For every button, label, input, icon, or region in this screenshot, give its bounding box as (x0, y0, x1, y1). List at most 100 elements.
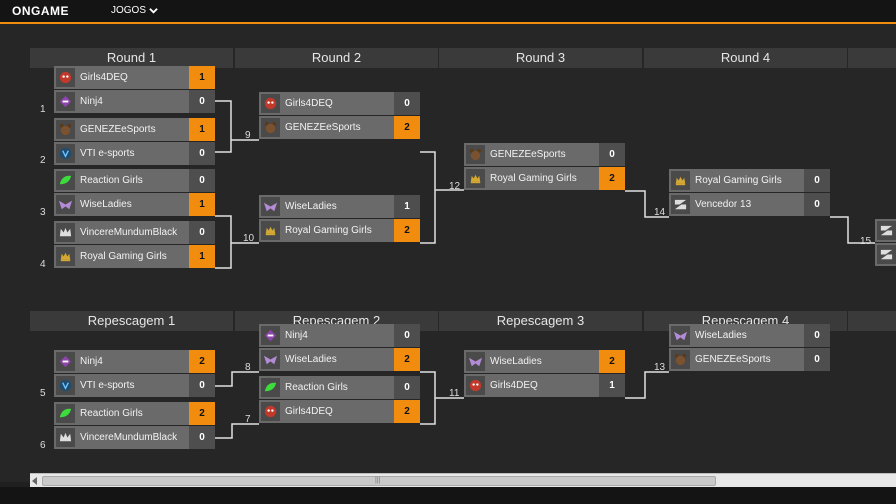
horizontal-scrollbar[interactable]: ||| (30, 473, 896, 487)
team-row[interactable]: Ninj4 2 (54, 350, 215, 373)
team-name: Royal Gaming Girls (285, 225, 372, 236)
match-number: 5 (40, 388, 46, 399)
final-match[interactable] (875, 219, 896, 267)
team-name: Reaction Girls (285, 382, 348, 393)
team-row[interactable] (875, 243, 896, 266)
team-score: 0 (189, 221, 215, 244)
team-row[interactable]: Royal Gaming Girls 0 (669, 169, 830, 192)
team-score: 2 (189, 350, 215, 373)
match-number: 6 (40, 440, 46, 451)
team-score: 0 (599, 143, 625, 166)
team-name: Girls4DEQ (285, 406, 333, 417)
scroll-left-arrow-icon[interactable] (32, 477, 37, 485)
team-score: 0 (394, 324, 420, 347)
match-number: 3 (40, 207, 46, 218)
match-number: 13 (654, 362, 666, 373)
team-row[interactable]: GENEZEeSports 0 (464, 143, 625, 166)
team-name: WiseLadies (490, 356, 542, 367)
team-name: WiseLadies (285, 201, 337, 212)
team-row[interactable] (875, 219, 896, 242)
leaf-icon (56, 404, 75, 423)
team-name: Girls4DEQ (285, 98, 333, 109)
repescagem-header: Repescagem 1 (30, 311, 233, 331)
scrollbar-grip-icon: ||| (375, 477, 381, 484)
bear-icon (466, 145, 485, 164)
scrollbar-thumb[interactable]: ||| (42, 476, 716, 486)
team-score: 0 (804, 169, 830, 192)
team-name: GENEZEeSports (695, 354, 771, 365)
ongame-logo[interactable]: ONGAME (12, 4, 69, 18)
team-score: 2 (394, 348, 420, 371)
team-name: WiseLadies (285, 354, 337, 365)
team-row[interactable]: GENEZEeSports 0 (669, 348, 830, 371)
team-score: 0 (189, 90, 215, 113)
team-score: 0 (804, 324, 830, 347)
team-name: WiseLadies (695, 330, 747, 341)
team-name: Royal Gaming Girls (695, 175, 782, 186)
owl-icon (671, 326, 690, 345)
team-score: 0 (804, 348, 830, 371)
team-score: 1 (599, 374, 625, 397)
team-score: 0 (189, 142, 215, 165)
placeholder-icon (671, 195, 690, 214)
bear-icon (56, 120, 75, 139)
royal-icon (261, 221, 280, 240)
team-name: Ninj4 (80, 356, 103, 367)
placeholder-icon (877, 221, 896, 240)
match-number: 14 (654, 207, 666, 218)
team-name: GENEZEeSports (490, 149, 566, 160)
round-header: Round 2 (235, 48, 438, 68)
team-score: 1 (394, 195, 420, 218)
owl-icon (466, 352, 485, 371)
team-name: VincereMundumBlack (80, 432, 178, 443)
bracket-connector-lines (215, 100, 875, 439)
team-score: 1 (189, 118, 215, 141)
skull-icon (261, 402, 280, 421)
placeholder-icon (877, 245, 896, 264)
vti-icon (56, 376, 75, 395)
match-number: 1 (40, 104, 46, 115)
team-row[interactable]: WiseLadies 1 (259, 195, 420, 218)
team-row[interactable]: WiseLadies 0 (669, 324, 830, 347)
team-score: 2 (599, 167, 625, 190)
bear-icon (261, 118, 280, 137)
jogos-menu[interactable]: JOGOS (111, 5, 158, 16)
crown-icon (56, 428, 75, 447)
team-row[interactable]: WiseLadies 2 (259, 348, 420, 371)
